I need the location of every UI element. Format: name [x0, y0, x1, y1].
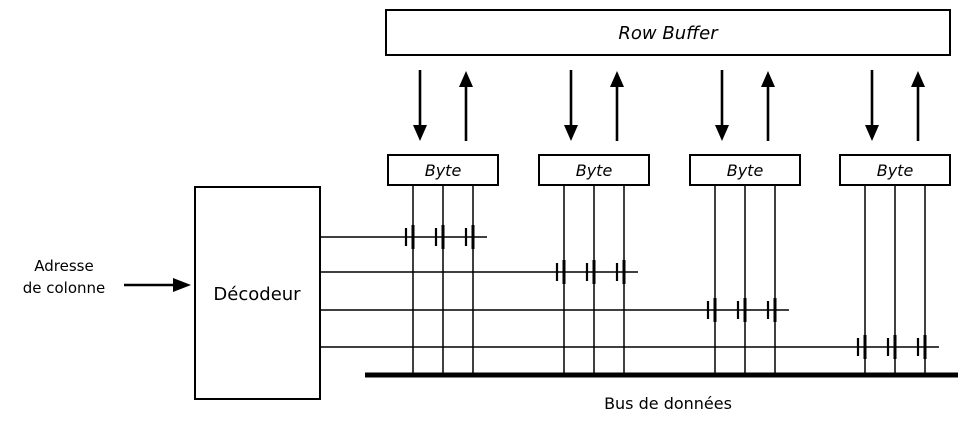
byte-label-2: Byte [576, 161, 613, 180]
pass-transistors-group-3 [706, 298, 777, 322]
transfer-arrows-group-1 [413, 70, 473, 141]
byte-label-3: Byte [727, 161, 764, 180]
data-bus-label: Bus de données [604, 394, 732, 413]
down-arrow-icon [564, 125, 578, 141]
bit-lines-group-3 [714, 185, 776, 375]
row-buffer-box [385, 9, 951, 56]
byte-label-4: Byte [877, 161, 914, 180]
decoder-label: Décodeur [213, 284, 301, 305]
column-address-arrow [124, 278, 191, 292]
byte-box-2 [538, 154, 650, 186]
pass-transistors-group-2 [555, 260, 626, 284]
decoder-box [194, 186, 321, 400]
up-arrow-icon [761, 71, 775, 87]
transfer-arrows-group-4 [865, 70, 925, 141]
column-address-label-line1: Adresse [34, 257, 93, 275]
up-arrow-icon [911, 71, 925, 87]
down-arrow-icon [865, 125, 879, 141]
pass-transistors-group-4 [856, 335, 927, 359]
down-arrow-icon [413, 125, 427, 141]
byte-label-1: Byte [425, 161, 462, 180]
transfer-arrows-group-2 [564, 70, 624, 141]
right-arrow-icon [173, 278, 191, 292]
transfer-arrows-group-3 [715, 70, 775, 141]
down-arrow-icon [715, 125, 729, 141]
column-address-label-line2: de colonne [23, 279, 106, 297]
pass-transistors-group-1 [404, 225, 475, 249]
byte-box-3 [689, 154, 801, 186]
bit-lines-group-1 [412, 185, 474, 375]
up-arrow-icon [610, 71, 624, 87]
row-buffer-label: Row Buffer [618, 23, 719, 44]
up-arrow-icon [459, 71, 473, 87]
